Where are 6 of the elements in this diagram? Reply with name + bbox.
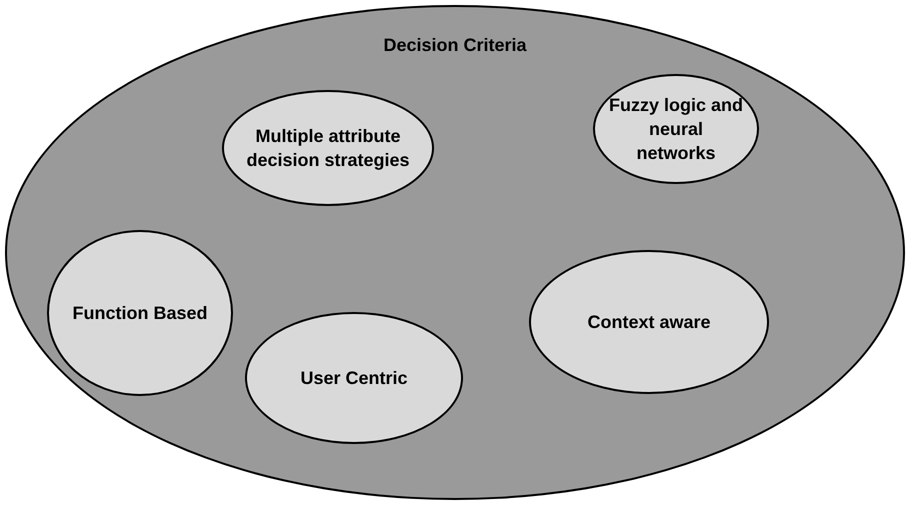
criterion-label: User Centric xyxy=(299,367,409,390)
criterion-label: Function Based xyxy=(71,302,208,325)
criterion-label: Context aware xyxy=(586,311,712,334)
criterion-label: Multiple attribute decision strategies xyxy=(245,125,411,172)
diagram-heading: Decision Criteria xyxy=(383,34,527,57)
criterion-label: Fuzzy logic and neural networks xyxy=(608,94,744,165)
